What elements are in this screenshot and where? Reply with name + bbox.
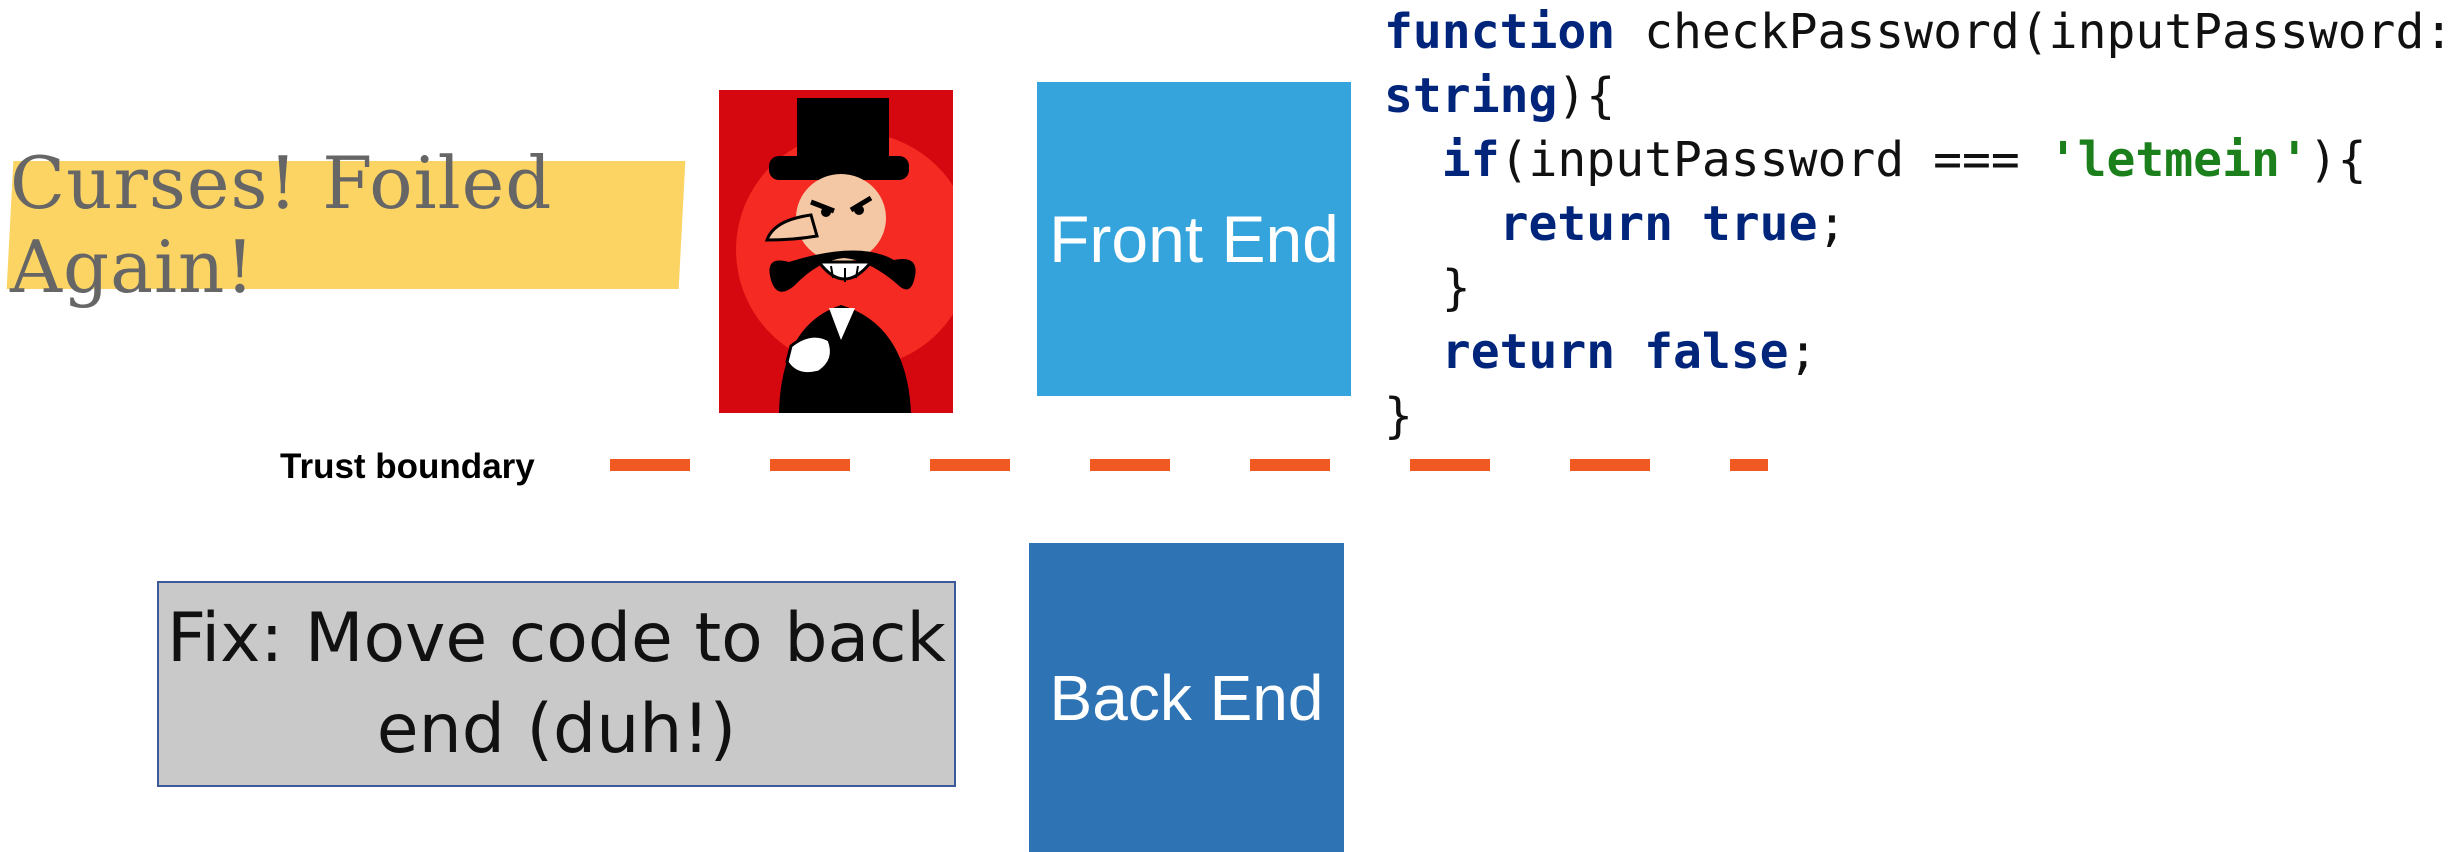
curses-note-text: Curses! Foiled Again! [10,141,553,309]
code-snippet: function checkPassword(inputPassword:str… [1384,0,2453,448]
code-text: ; [1817,196,1847,252]
code-line-3: if(inputPassword === 'letmein'){ [1384,128,2453,192]
villain-illustration [719,90,972,413]
code-line-7: } [1384,388,1413,444]
front-end-box: Front End [1037,82,1351,396]
code-keyword: function [1384,4,1616,60]
code-string: 'letmein' [2048,132,2309,188]
trust-boundary-label: Trust boundary [280,447,535,486]
code-keyword: if [1441,132,1500,188]
fix-callout: Fix: Move code to back end (duh!) [157,581,956,787]
code-text: checkPassword(inputPassword: [1615,4,2454,60]
code-indent [1384,324,1442,380]
front-end-label: Front End [1049,202,1339,276]
code-indent [1384,196,1500,252]
code-keyword: return true [1499,196,1818,252]
code-line-4: return true; [1384,192,2453,256]
villain-icon [719,90,972,413]
code-keyword: string [1384,68,1558,124]
code-line-5: } [1384,260,1471,316]
curses-sticky-note: Curses! Foiled Again! [6,141,686,309]
code-keyword: return false [1441,324,1789,380]
code-text: ){ [1557,68,1616,124]
back-end-box: Back End [1029,543,1344,852]
code-line-1: function checkPassword(inputPassword: [1384,0,2453,64]
code-text: ){ [2308,132,2367,188]
code-text: (inputPassword === [1499,132,2049,188]
fix-text-line-1: Fix: Move code to back [167,598,946,678]
back-end-label: Back End [1049,661,1324,734]
trust-boundary-line [610,459,1768,471]
code-line-6: return false; [1384,320,2453,384]
code-indent [1384,132,1442,188]
code-line-2: string){ [1384,64,2453,128]
fix-text-line-2: end (duh!) [376,690,737,769]
code-text: ; [1788,324,1818,380]
